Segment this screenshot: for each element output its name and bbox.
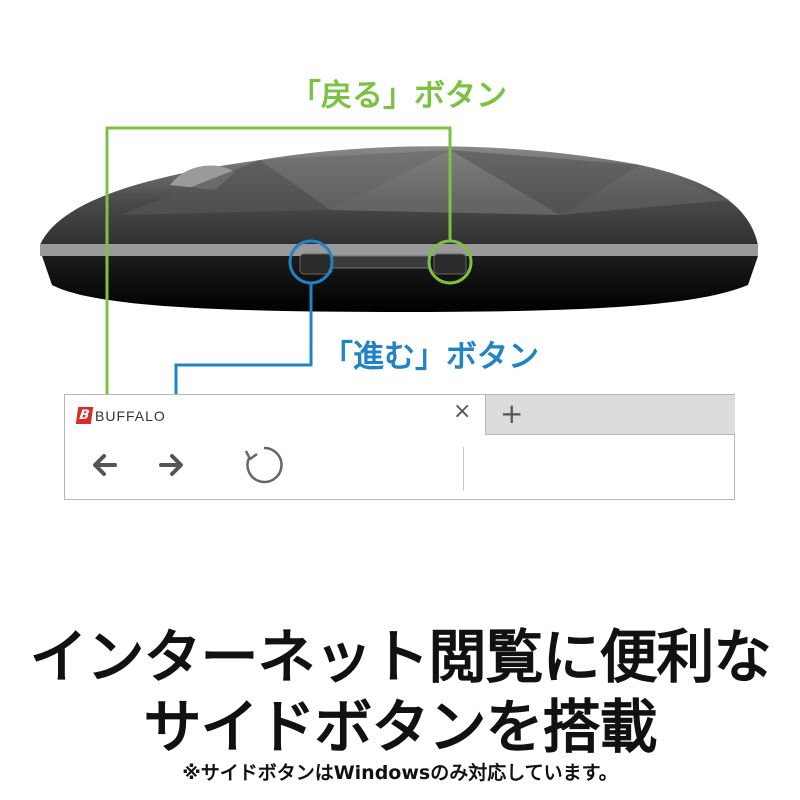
back-button-label: 「戻る」ボタン	[290, 78, 507, 114]
browser-toolbar: B BUFFALO × +	[64, 394, 735, 500]
tab-title-text: BUFFALO	[95, 407, 166, 424]
buffalo-logo-icon: B	[75, 407, 94, 424]
new-tab-button[interactable]: +	[485, 395, 735, 435]
headline-line-1: インターネット閲覧に便利な	[29, 623, 771, 691]
reload-icon	[244, 446, 283, 484]
footnote: ※サイドボタンはWindowsのみ対応しています。	[182, 762, 618, 784]
toolbar-divider	[463, 447, 464, 491]
forward-button[interactable]	[151, 445, 191, 485]
tab-title: B BUFFALO	[75, 407, 166, 424]
reload-button[interactable]	[243, 444, 285, 486]
browser-tab[interactable]: B BUFFALO ×	[65, 395, 485, 435]
mouse-image	[40, 146, 758, 312]
back-button[interactable]	[85, 445, 125, 485]
headline-line-2: サイドボタンを搭載	[143, 693, 657, 761]
close-icon[interactable]: ×	[453, 399, 472, 424]
forward-button-label: 「進む」ボタン	[322, 339, 539, 375]
plus-icon: +	[500, 397, 524, 430]
arrow-left-icon	[93, 454, 117, 476]
arrow-right-icon	[159, 454, 183, 476]
